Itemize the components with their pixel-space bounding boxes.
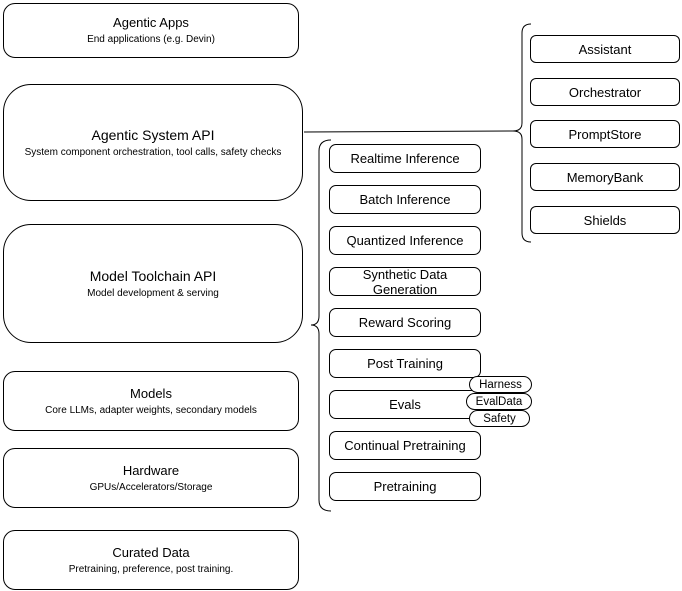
node-subtitle: Model development & serving xyxy=(87,287,219,299)
system-components-brace xyxy=(512,23,532,243)
node-realtime-inference: Realtime Inference xyxy=(329,144,481,173)
node-orchestrator: Orchestrator xyxy=(530,78,680,106)
node-evals: Evals xyxy=(329,390,481,419)
node-label: Quantized Inference xyxy=(346,233,464,248)
node-curated-data: Curated Data Pretraining, preference, po… xyxy=(3,530,299,590)
system-api-to-components-line xyxy=(303,130,514,133)
node-label: Reward Scoring xyxy=(358,315,452,330)
node-models: Models Core LLMs, adapter weights, secon… xyxy=(3,371,299,431)
node-synthetic-data-generation: Synthetic Data Generation xyxy=(329,266,481,297)
node-subtitle: Core LLMs, adapter weights, secondary mo… xyxy=(45,404,257,416)
tag-safety: Safety xyxy=(469,410,530,427)
node-subtitle: System component orchestration, tool cal… xyxy=(24,146,282,158)
node-label: MemoryBank xyxy=(566,169,644,185)
node-title: Curated Data xyxy=(112,544,190,560)
node-agentic-system-api: Agentic System API System component orch… xyxy=(3,84,303,201)
node-post-training: Post Training xyxy=(329,349,481,378)
node-label: Continual Pretraining xyxy=(344,438,466,453)
tag-harness: Harness xyxy=(469,376,532,393)
node-agentic-apps: Agentic Apps End applications (e.g. Devi… xyxy=(3,3,299,58)
node-label: Evals xyxy=(389,397,421,412)
node-memorybank: MemoryBank xyxy=(530,163,680,191)
node-subtitle: End applications (e.g. Devin) xyxy=(87,34,215,45)
node-subtitle: GPUs/Accelerators/Storage xyxy=(89,481,213,493)
tag-evaldata: EvalData xyxy=(466,393,532,410)
node-reward-scoring: Reward Scoring xyxy=(329,308,481,337)
node-model-toolchain-api: Model Toolchain API Model development & … xyxy=(3,224,303,343)
node-title: Model Toolchain API xyxy=(89,267,217,284)
node-title: Models xyxy=(130,385,172,401)
node-label: Shields xyxy=(583,212,627,228)
node-label: Synthetic Data Generation xyxy=(362,266,448,297)
node-label: Assistant xyxy=(578,41,632,57)
node-title: Agentic Apps xyxy=(113,15,189,30)
node-assistant: Assistant xyxy=(530,35,680,63)
node-continual-pretraining: Continual Pretraining xyxy=(329,431,481,460)
node-quantized-inference: Quantized Inference xyxy=(329,226,481,255)
node-label: Post Training xyxy=(367,356,443,371)
node-hardware: Hardware GPUs/Accelerators/Storage xyxy=(3,448,299,508)
node-label: Realtime Inference xyxy=(350,151,460,166)
node-title: Agentic System API xyxy=(91,126,215,143)
node-label: Batch Inference xyxy=(359,192,451,207)
node-label: PromptStore xyxy=(568,126,642,142)
toolchain-column-brace xyxy=(310,139,332,512)
node-pretraining: Pretraining xyxy=(329,472,481,501)
node-subtitle: Pretraining, preference, post training. xyxy=(68,563,234,575)
node-label: Pretraining xyxy=(373,479,437,494)
node-label: Orchestrator xyxy=(568,84,642,100)
node-batch-inference: Batch Inference xyxy=(329,185,481,214)
node-promptstore: PromptStore xyxy=(530,120,680,148)
node-shields: Shields xyxy=(530,206,680,234)
node-title: Hardware xyxy=(122,462,180,478)
